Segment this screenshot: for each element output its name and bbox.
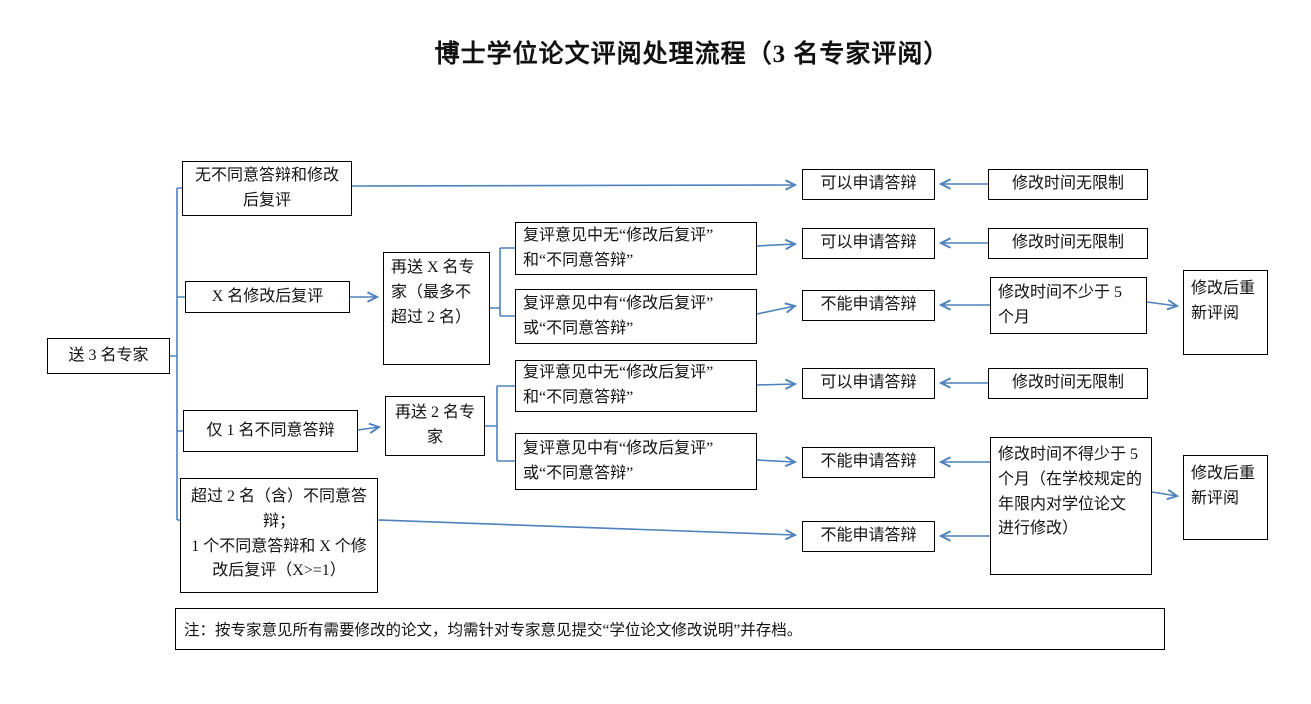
flow-node-label: 或“不同意答辩”: [523, 464, 634, 482]
flow-node-one-disagree: 仅 1 名不同意答辩: [183, 410, 358, 452]
flow-node-review-without-1: 复评意见中无“修改后复评” 和“不同意答辩”: [515, 222, 757, 275]
flow-node-label: 改后复评（X>=1）: [212, 562, 346, 580]
flow-node-label: 修改时间不少于 5: [998, 284, 1123, 301]
flow-node-label: 复评意见中有“修改后复评”: [523, 294, 714, 312]
flow-node-label: 个月: [998, 308, 1031, 326]
flow-node-label: 超过 2 名）: [391, 308, 472, 326]
flow-node-no-time-limit-2: 修改时间无限制: [988, 228, 1148, 259]
flow-node-label: 可以申请答辩: [820, 374, 917, 392]
flow-node-label: 送 3 名专家: [68, 346, 149, 364]
flow-node-no-time-limit-3: 修改时间无限制: [988, 368, 1148, 399]
flow-node-label: 复评意见中无“修改后复评”: [523, 226, 714, 244]
flow-node-label: 不能申请答辩: [820, 453, 917, 471]
flow-node-no-objection: 无不同意答辩和修改 后复评: [182, 161, 352, 216]
flow-node-min-five-months: 修改时间不少于 5 个月: [990, 277, 1147, 334]
flow-node-resend-2-experts: 再送 2 名专 家: [385, 396, 485, 456]
bracket-resend-2-to-conditions: [485, 385, 515, 462]
flow-node-can-apply-2: 可以申请答辩: [802, 228, 935, 259]
flow-node-label: 可以申请答辩: [820, 175, 917, 193]
flow-node-can-apply-1: 可以申请答辩: [802, 169, 935, 200]
flow-node-label: 家: [426, 429, 443, 446]
flow-node-label: 个月（在学校规定的: [998, 470, 1143, 488]
flow-node-label: 1 个不同意答辩和 X 个修: [191, 537, 367, 555]
flow-node-label: 年限内对学位论文: [998, 495, 1127, 513]
flow-node-label: 进行修改）: [998, 520, 1079, 538]
arrow-no-objection-to-can-apply: [351, 185, 795, 186]
flow-node-label: 再送 X 名专: [391, 259, 475, 276]
arrow-min5-to-re-review-1: [1146, 302, 1177, 306]
flow-node-resend-x-experts: 再送 X 名专 家（最多不 超过 2 名）: [383, 252, 490, 365]
flow-node-no-time-limit-1: 修改时间无限制: [988, 169, 1148, 200]
flow-node-label: 家（最多不: [391, 283, 472, 301]
flow-node-label: 辩；: [262, 512, 295, 530]
arrow-with-to-cannot-apply-3: [756, 306, 795, 315]
flow-node-label: 仅 1 名不同意答辩: [206, 421, 335, 439]
flow-node-label: X 名修改后复评: [211, 287, 324, 305]
bracket-start-to-branches: [170, 187, 185, 521]
flow-node-label: 后复评: [242, 191, 291, 209]
flow-node-label: 无不同意答辩和修改: [194, 166, 339, 184]
flow-node-over-two: 超过 2 名（含）不同意答 辩； 1 个不同意答辩和 X 个修 改后复评（X>=…: [180, 478, 378, 593]
arrow-without-to-can-apply-2: [756, 244, 795, 246]
flow-node-label: 超过 2 名（含）不同意答: [190, 488, 367, 505]
flow-node-label: 新评阅: [1191, 489, 1240, 507]
flow-node-label: 修改后重: [1191, 280, 1256, 297]
footnote-box: 注：按专家意见所有需要修改的论文，均需针对专家意见提交“学位论文修改说明”并存档…: [175, 608, 1165, 650]
flow-node-label: 和“不同意答辩”: [523, 389, 634, 406]
arrow-over-two-to-cannot-apply: [377, 519, 795, 535]
flow-node-re-review-2: 修改后重 新评阅: [1183, 455, 1268, 540]
arrow-detail-to-re-review-2: [1151, 492, 1177, 496]
page-title: 博士学位论文评阅处理流程（3 名专家评阅）: [434, 41, 950, 68]
flow-node-label: 复评意见中有“修改后复评”: [523, 439, 714, 457]
flow-node-label: 修改时间不得少于 5: [998, 446, 1139, 463]
flow-node-min-five-months-detail: 修改时间不得少于 5 个月（在学校规定的 年限内对学位论文 进行修改）: [990, 437, 1152, 575]
flow-node-label: 或“不同意答辩”: [523, 319, 634, 337]
flow-node-label: 修改后重: [1191, 465, 1256, 482]
flow-node-label: 和“不同意答辩”: [523, 251, 634, 269]
flow-node-cannot-apply-2: 不能申请答辩: [802, 447, 935, 478]
flow-node-review-with-1: 复评意见中有“修改后复评” 或“不同意答辩”: [515, 289, 757, 344]
flow-node-x-revise: X 名修改后复评: [185, 281, 350, 313]
flow-node-label: 不能申请答辩: [820, 296, 917, 314]
flow-node-review-with-2: 复评意见中有“修改后复评” 或“不同意答辩”: [515, 433, 757, 490]
flow-node-re-review-1: 修改后重 新评阅: [1183, 270, 1268, 355]
flow-node-start: 送 3 名专家: [47, 338, 170, 374]
flow-node-cannot-apply-1: 不能申请答辩: [802, 290, 935, 321]
flow-node-label: 修改时间无限制: [1011, 234, 1124, 252]
flow-node-label: 新评阅: [1191, 304, 1240, 322]
arrow-with-to-cannot-apply-5: [756, 460, 795, 462]
arrow-one-disagree-to-resend-2: [357, 427, 379, 430]
flow-node-label: 不能申请答辩: [820, 527, 917, 545]
footnote-text: 注：按专家意见所有需要修改的论文，均需针对专家意见提交“学位论文修改说明”并存档…: [184, 622, 803, 639]
bracket-resend-x-to-conditions: [490, 247, 515, 317]
flow-node-cannot-apply-3: 不能申请答辩: [802, 521, 935, 552]
flow-node-label: 修改时间无限制: [1011, 374, 1124, 392]
flow-node-can-apply-3: 可以申请答辩: [802, 368, 935, 399]
arrow-without-to-can-apply-4: [756, 384, 795, 385]
flow-node-review-without-2: 复评意见中无“修改后复评” 和“不同意答辩”: [515, 360, 757, 412]
flow-node-label: 复评意见中无“修改后复评”: [523, 364, 714, 382]
flow-node-label: 修改时间无限制: [1011, 175, 1124, 193]
flow-node-label: 可以申请答辩: [820, 234, 917, 252]
flow-node-label: 再送 2 名专: [394, 404, 475, 422]
